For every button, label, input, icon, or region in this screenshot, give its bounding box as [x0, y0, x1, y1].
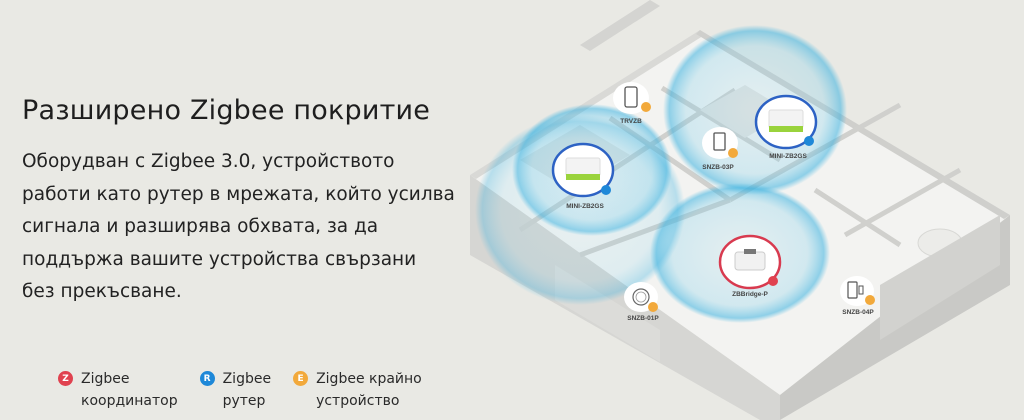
device-role-legend: Z Zigbee координатор R Zigbee рутер E Zi… [58, 368, 444, 412]
legend-label: Zigbee [222, 371, 272, 387]
description-line: работи като рутер в мрежата, който усилв… [22, 183, 455, 205]
legend-item-end-device: E Zigbee крайно устройство [293, 368, 422, 412]
zigbee-router-icon: R [199, 371, 215, 386]
end-device-badge-icon [648, 302, 658, 312]
device-snzb-04p[interactable]: SNZB-04P [840, 276, 875, 316]
legend-label: Zigbee крайно [316, 371, 422, 387]
description-line: поддържа вашите устройства свързани [22, 248, 417, 270]
description-line: Оборудван с Zigbee 3.0, устройството [22, 151, 395, 172]
device-snzb-03p[interactable]: SNZB-03P [702, 127, 738, 171]
page-title: Разширено Zigbee покритие [22, 95, 431, 126]
legend-label: устройство [316, 393, 400, 409]
end-device-badge-icon [865, 295, 875, 305]
router-badge-icon [804, 136, 814, 146]
device-label: TRVZB [620, 118, 642, 125]
legend-label: Zigbee [81, 371, 130, 387]
end-device-badge-icon [641, 102, 651, 112]
legend-label: координатор [81, 393, 178, 409]
feature-description: Оборудван с Zigbee 3.0, устройството раб… [22, 146, 482, 309]
device-mini-zb2gs-left[interactable]: MINI-ZB2GS [551, 142, 615, 210]
zigbee-coordinator-icon: Z [58, 371, 73, 386]
device-label: ZBBridge-P [732, 291, 768, 298]
description-line: без прекъсване. [22, 281, 182, 302]
end-device-badge-icon [728, 148, 738, 158]
device-label: MINI-ZB2GS [566, 203, 604, 210]
device-zbbridge-p[interactable]: ZBBridge-P [718, 234, 782, 298]
device-trvzb[interactable]: TRVZB [613, 82, 651, 125]
legend-item-router: R Zigbee рутер [199, 368, 272, 412]
coordinator-badge-icon [768, 276, 778, 286]
device-label: SNZB-01P [627, 315, 659, 322]
device-label: MINI-ZB2GS [769, 153, 807, 160]
zigbee-end-device-icon: E [293, 371, 309, 386]
device-snzb-01p[interactable]: SNZB-01P [624, 282, 659, 322]
description-line: сигнала и разширява обхвата, за да [22, 216, 379, 237]
legend-label: рутер [222, 393, 266, 409]
device-label: SNZB-04P [842, 309, 874, 316]
legend-item-coordinator: Z Zigbee координатор [58, 368, 178, 412]
device-mini-zb2gs-right[interactable]: MINI-ZB2GS [754, 94, 818, 160]
device-label: SNZB-03P [702, 164, 734, 171]
router-badge-icon [601, 185, 611, 195]
